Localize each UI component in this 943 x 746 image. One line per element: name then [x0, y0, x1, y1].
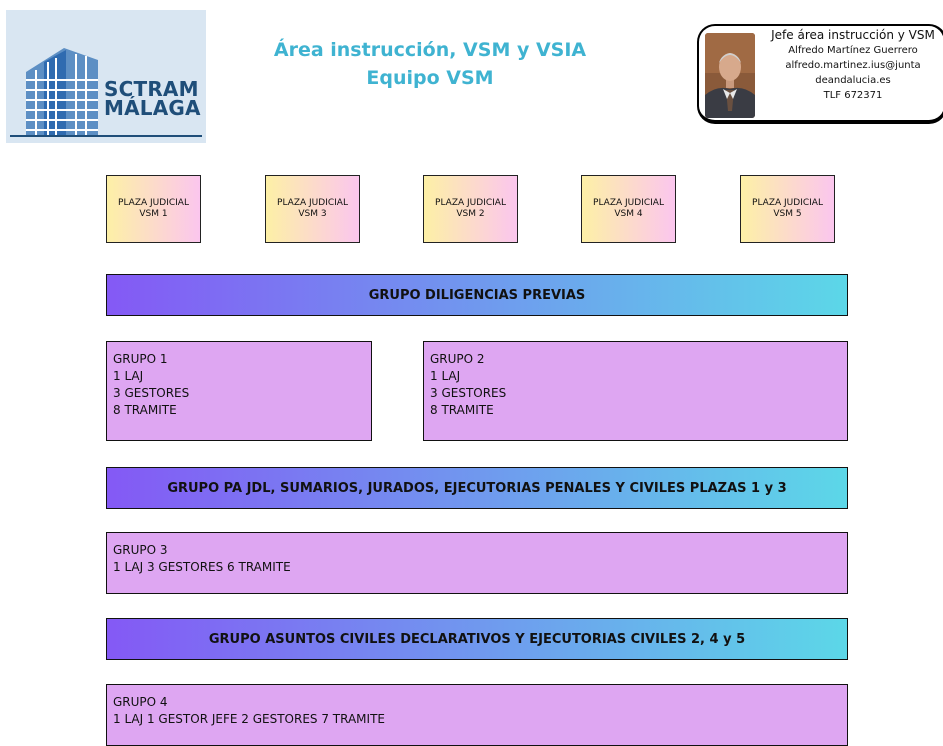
logo-line-2: MÁLAGA [104, 96, 201, 120]
group-2-laj: 1 LAJ [430, 369, 461, 383]
boss-phone: TLF 672371 [823, 90, 883, 101]
group-1-gestores: 3 GESTORES [113, 386, 190, 400]
banner-asuntos-civiles: GRUPO ASUNTOS CIVILES DECLARATIVOS Y EJE… [106, 618, 848, 660]
group-1-laj: 1 LAJ [113, 369, 144, 383]
group-1-title: GRUPO 1 [113, 352, 168, 366]
group-4-title: GRUPO 4 [113, 695, 168, 709]
group-3-title: GRUPO 3 [113, 543, 168, 557]
logo-line-1: SCTRAM [104, 77, 199, 101]
banner-pa-jdl-sumarios: GRUPO PA JDL, SUMARIOS, JURADOS, EJECUTO… [106, 467, 848, 509]
group-3-box: GRUPO 3 1 LAJ 3 GESTORES 6 TRAMITE [106, 532, 848, 594]
group-1-box: GRUPO 1 1 LAJ 3 GESTORES 8 TRAMITE [106, 341, 372, 441]
boss-photo [705, 33, 755, 118]
group-1-tramite: 8 TRAMITE [113, 403, 177, 417]
group-2-box: GRUPO 2 1 LAJ 3 GESTORES 8 TRAMITE [423, 341, 848, 441]
group-4-box: GRUPO 4 1 LAJ 1 GESTOR JEFE 2 GESTORES 7… [106, 684, 848, 746]
boss-name: Alfredo Martínez Guerrero [788, 45, 918, 56]
plaza-vsm-3: PLAZA JUDICIAL VSM 3 [265, 175, 360, 243]
sctram-logo: SCTRAM MÁLAGA [6, 10, 206, 143]
plaza-vsm-1: PLAZA JUDICIAL VSM 1 [106, 175, 201, 243]
title-line-1: Área instrucción, VSM y VSIA [273, 39, 587, 61]
group-4-detail: 1 LAJ 1 GESTOR JEFE 2 GESTORES 7 TRAMITE [113, 712, 385, 726]
plaza-vsm-5: PLAZA JUDICIAL VSM 5 [740, 175, 835, 243]
group-3-detail: 1 LAJ 3 GESTORES 6 TRAMITE [113, 560, 291, 574]
group-2-title: GRUPO 2 [430, 352, 485, 366]
group-2-tramite: 8 TRAMITE [430, 403, 494, 417]
plaza-vsm-4: PLAZA JUDICIAL VSM 4 [581, 175, 676, 243]
title-line-2: Equipo VSM [366, 67, 494, 89]
group-2-gestores: 3 GESTORES [430, 386, 507, 400]
boss-heading: Jefe área instrucción y VSM [771, 28, 935, 42]
page-title: Área instrucción, VSM y VSIA Equipo VSM [250, 36, 610, 92]
boss-email-line-1: alfredo.martinez.ius@junta [785, 60, 921, 71]
plaza-vsm-2: PLAZA JUDICIAL VSM 2 [423, 175, 518, 243]
building-icon [10, 48, 202, 137]
boss-email-line-2: deandalucia.es [815, 75, 891, 86]
boss-card: Jefe área instrucción y VSM Alfredo Mart… [697, 24, 943, 124]
banner-diligencias-previas: GRUPO DILIGENCIAS PREVIAS [106, 274, 848, 316]
